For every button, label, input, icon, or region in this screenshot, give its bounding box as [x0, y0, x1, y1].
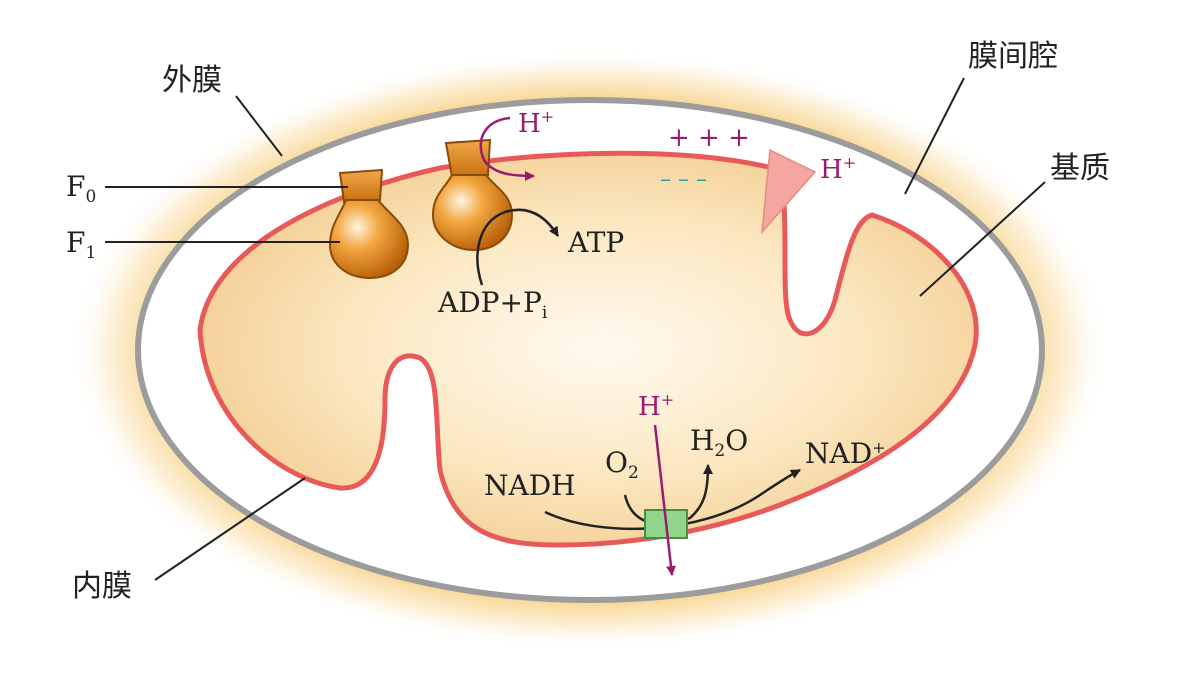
label-o2: O2	[605, 446, 639, 483]
label-h-plus-top: H+	[518, 107, 554, 139]
label-f0: F0	[66, 170, 96, 207]
atp-synthase-right	[431, 138, 514, 252]
f1-head	[328, 199, 410, 280]
intermembrane-pointer	[904, 77, 965, 195]
label-h-plus-bottom: H+	[638, 390, 674, 422]
atp-synthase-left	[328, 168, 410, 280]
label-h-plus-pump: H+	[820, 153, 856, 185]
label-atp: ATP	[567, 226, 624, 259]
inner-membrane-pointer	[154, 477, 306, 581]
f0-stem	[338, 168, 384, 204]
label-intermembrane-space: 膜间腔	[968, 39, 1058, 74]
outer-membrane-pointer	[235, 95, 283, 157]
label-nad-plus: NAD+	[805, 437, 886, 470]
f1-head	[431, 174, 514, 252]
label-h2o: H2O	[690, 424, 748, 461]
proton-flow-bottom-arrow	[653, 424, 676, 576]
label-adp-pi: ADP+Pi	[437, 286, 548, 323]
f0-stem	[444, 138, 492, 179]
label-outer-membrane: 外膜	[162, 63, 222, 98]
matrix-pointer	[919, 181, 1046, 297]
nadh-to-nad-arrow	[544, 468, 801, 531]
label-matrix: 基质	[1050, 151, 1110, 186]
negative-charges: – – –	[660, 167, 707, 192]
positive-charges: + + +	[668, 123, 750, 153]
o2-to-h2o-arrow	[623, 464, 713, 526]
adp-to-atp-arrow	[476, 208, 560, 286]
label-nadh: NADH	[484, 469, 576, 502]
label-inner-membrane: 内膜	[72, 569, 132, 604]
label-f1: F1	[66, 226, 96, 263]
proton-pump-triangle	[761, 148, 817, 235]
proton-flow-synthase-arrow	[479, 116, 535, 181]
